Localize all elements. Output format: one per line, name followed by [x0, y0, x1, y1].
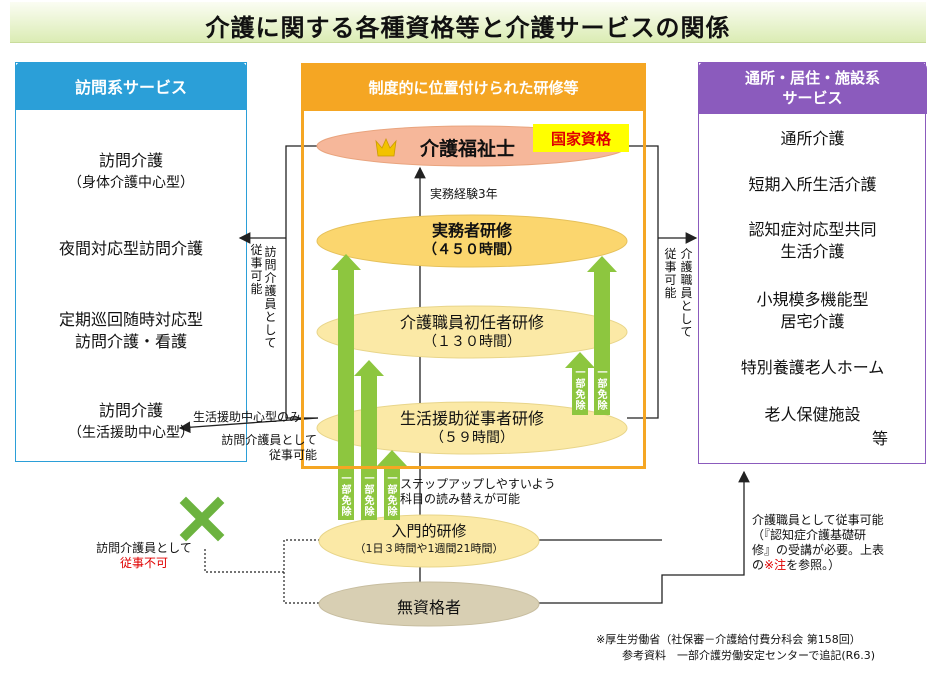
jitsumu-keiken-label: 実務経験3年	[430, 187, 498, 201]
seikatsu-can-line2: 従事可能	[268, 448, 317, 462]
not-allowed-cross-icon	[179, 496, 225, 542]
step-up-note-line1: ステップアップしやすいよう	[400, 477, 556, 491]
right-note: 介護職員として従事可能 （『認知症介護基礎研 修』の受講が必要。上表 の※注を参…	[752, 513, 930, 573]
not-allowed-line1: 訪問介護員として	[96, 541, 192, 555]
facility-item-roken: 老人保健施設	[764, 405, 861, 424]
facility-item-ninchisho-line1: 認知症対応型共同	[748, 220, 877, 239]
training-header: 制度的に位置付けられた研修等	[301, 63, 646, 111]
jitsumusha-line1: 実務者研修	[431, 221, 512, 240]
facility-item-shokibo: 小規模多機能型 居宅介護	[698, 289, 927, 333]
visit-item-seikatsu-line2: （生活援助中心型）	[68, 425, 194, 441]
right-note-arrow	[538, 470, 750, 604]
seikatsu-line2: （５９時間）	[430, 430, 514, 446]
crown-icon	[375, 138, 397, 157]
seikatsu-can-line1: 訪問介護員として	[221, 433, 317, 447]
not-allowed-line2: 従事不可	[119, 556, 168, 570]
visit-item-teiki-line2: 訪問介護・看護	[74, 332, 187, 351]
footnote: ※厚生労働省（社保審－介護給付費分科会 第158回） 参考資料 一部介護労働安定…	[596, 632, 926, 664]
seikatsu-only-note: 生活援助中心型のみ	[193, 410, 302, 424]
shoninsha-line2: （１３０時間）	[423, 334, 521, 350]
facility-item-tanki: 短期入所生活介護	[748, 175, 877, 194]
seikatsu-ellipse	[316, 401, 628, 455]
left-vertical-houmon: 訪問介護員として	[264, 245, 277, 350]
visit-item-shintai-line2: （身体介護中心型）	[68, 175, 194, 191]
dotted-to-cross	[204, 548, 284, 573]
facility-item-shokibo-line1: 小規模多機能型	[756, 290, 869, 309]
nyumon-line1: 入門的研修	[391, 522, 467, 540]
mushikaku-label: 無資格者	[396, 598, 461, 617]
shoninsha-line1: 介護職員初任者研修	[399, 313, 544, 332]
facility-header-line1: 通所・居住・施設系	[744, 69, 880, 87]
jitsumusha-ellipse	[316, 214, 628, 268]
visit-item-seikatsu-line1: 訪問介護	[98, 401, 163, 420]
partial-exempt-label-3: 一部免除	[387, 474, 398, 518]
mushikaku-ellipse	[318, 581, 540, 627]
facility-services-header: 通所・居住・施設系 サービス	[698, 62, 927, 114]
right-note-line3: 修』の受講が必要。上表	[752, 543, 885, 557]
footnote-line1: ※厚生労働省（社保審－介護給付費分科会 第158回）	[596, 633, 861, 646]
jitsumusha-label: 実務者研修 （４５０時間）	[317, 220, 627, 260]
kaigo-fukushishi-label: 介護福祉士	[419, 138, 515, 160]
title-bar	[10, 2, 926, 43]
facility-etc: 等	[871, 429, 888, 448]
right-note-line2: （『認知症介護基礎研	[752, 528, 867, 542]
footnote-line2: 参考資料 一部介護労働安定センターで追記(R6.3)	[622, 649, 876, 662]
visit-services-panel	[15, 62, 247, 462]
right-note-line4c: を参照。）	[786, 558, 841, 572]
nyumon-label: 入門的研修 （1日３時間や1週間21時間）	[320, 521, 538, 557]
right-note-line4b: ※注	[764, 558, 787, 572]
visit-item-shintai: 訪問介護 （身体介護中心型）	[15, 150, 247, 194]
facility-services-panel	[698, 62, 926, 464]
partial-exempt-label-5: 一部免除	[597, 368, 608, 412]
right-vertical-kaigo: 介護職員として	[680, 247, 693, 339]
visit-item-yakan-line1: 夜間対応型訪問介護	[58, 239, 203, 258]
partial-exempt-label-4: 一部免除	[575, 368, 586, 412]
shoninsha-ellipse	[316, 305, 628, 359]
diagram-title: 介護に関する各種資格等と介護サービスの関係	[205, 14, 731, 42]
step-up-note: ステップアップしやすいよう 科目の読み替えが可能	[400, 477, 590, 507]
visit-item-shintai-line1: 訪問介護	[98, 151, 163, 170]
shoninsha-label: 介護職員初任者研修 （１３０時間）	[317, 312, 627, 352]
seikatsu-can-note: 訪問介護員として 従事可能	[197, 433, 317, 463]
facility-item-tokuyo: 特別養護老人ホーム	[740, 358, 885, 377]
seikatsu-arrow	[178, 417, 319, 434]
green-arrows-right	[565, 256, 617, 415]
visit-item-seikatsu: 訪問介護 （生活援助中心型）	[15, 400, 247, 444]
visit-item-yakan: 夜間対応型訪問介護	[15, 238, 247, 260]
partial-exempt-label-2: 一部免除	[364, 474, 375, 518]
not-allowed-note: 訪問介護員として 従事不可	[84, 541, 204, 571]
left-vertical-kanou: 従事可能	[250, 243, 263, 296]
right-note-line1: 介護職員として従事可能	[752, 513, 884, 527]
visit-item-teiki: 定期巡回随時対応型 訪問介護・看護	[15, 309, 247, 353]
right-note-line4a: の	[752, 558, 765, 572]
visit-item-teiki-line1: 定期巡回随時対応型	[58, 310, 203, 329]
jitsumusha-line2: （４５０時間）	[423, 242, 521, 258]
dotted-bracket	[283, 539, 320, 604]
kokka-shikaku-badge: 国家資格	[533, 124, 629, 152]
facility-item-ninchisho: 認知症対応型共同 生活介護	[698, 219, 927, 263]
partial-exempt-label-1: 一部免除	[341, 474, 352, 518]
facility-item-ninchisho-line2: 生活介護	[780, 242, 845, 261]
seikatsu-line1: 生活援助従事者研修	[399, 409, 544, 428]
nyumon-ellipse	[318, 514, 540, 568]
seikatsu-label: 生活援助従事者研修 （５９時間）	[317, 408, 627, 448]
right-bracket-line	[627, 145, 659, 419]
facility-item-tsusho: 通所介護	[780, 129, 845, 148]
nyumon-line2: （1日３時間や1週間21時間）	[354, 542, 504, 555]
facility-item-shokibo-line2: 居宅介護	[780, 312, 845, 331]
facility-header-line2: サービス	[782, 89, 843, 107]
visit-services-header: 訪問系サービス	[15, 62, 247, 110]
step-up-note-line2: 科目の読み替えが可能	[400, 492, 521, 506]
right-vertical-kanou: 従事可能	[664, 247, 677, 300]
right-note-line4: の※注を参照。）	[752, 558, 930, 573]
